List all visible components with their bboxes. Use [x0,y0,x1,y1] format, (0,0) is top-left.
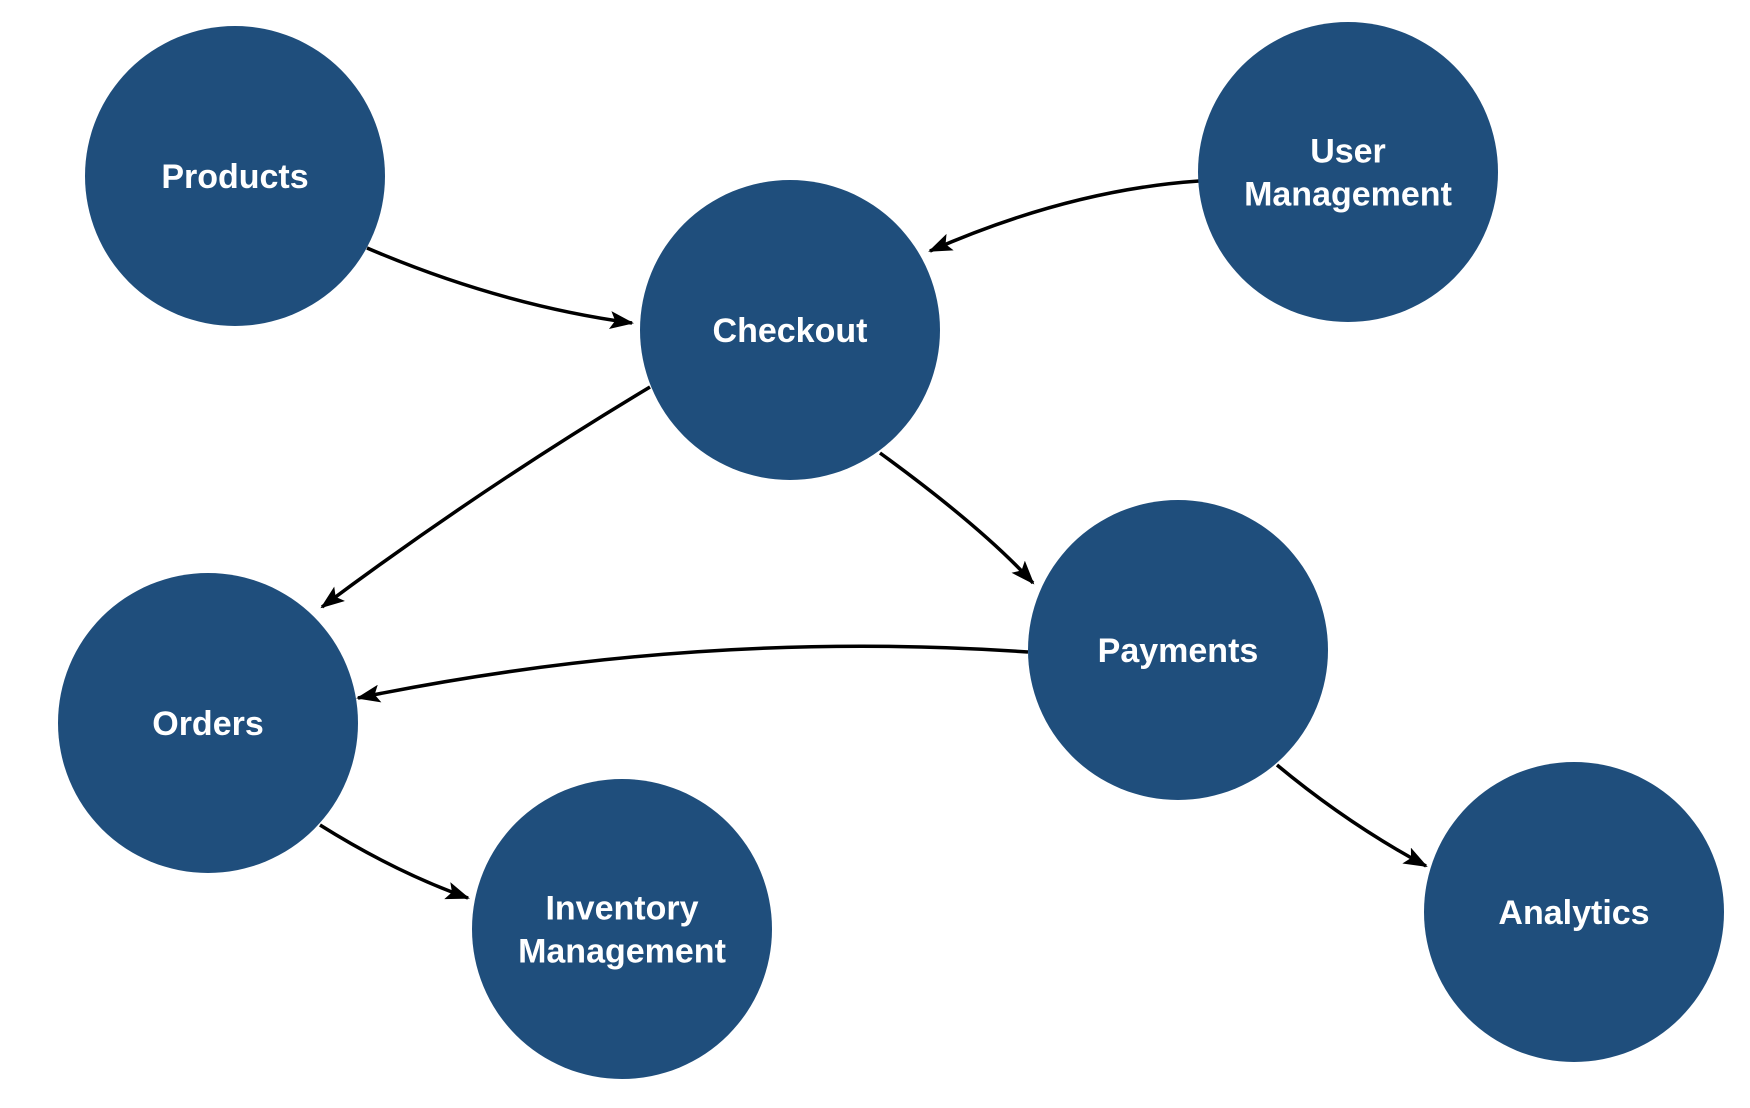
edge-orders-to-inventory-management [319,823,470,900]
node-products-label-line: Products [161,158,308,196]
node-payments-label: Payments [1098,632,1259,670]
node-analytics-label-line: Analytics [1498,894,1649,932]
node-products-label: Products [161,158,308,196]
node-payments-circle [1028,500,1328,800]
node-user-management-label-line: User [1310,133,1386,171]
node-checkout: Checkout [640,180,940,480]
edge-checkout-to-payments [878,451,1035,585]
edge-payments-to-analytics [1275,763,1428,868]
node-inventory-management-label-line: Inventory [545,890,698,928]
node-checkout-label-line: Checkout [713,312,868,350]
node-checkout-label: Checkout [713,312,868,350]
node-payments-label-line: Payments [1098,632,1259,670]
edge-payments-to-orders [356,644,1029,703]
node-inventory-management-circle [472,779,772,1079]
node-orders-label: Orders [152,705,264,743]
node-payments: Payments [1028,500,1328,800]
node-products-circle [85,26,385,326]
edges-layer [319,179,1428,900]
node-products: Products [85,26,385,326]
node-analytics-circle [1424,762,1724,1062]
node-orders-label-line: Orders [152,705,264,743]
edge-checkout-to-orders [320,385,651,609]
edge-products-to-checkout [366,246,634,329]
node-checkout-circle [640,180,940,480]
node-analytics-label: Analytics [1498,894,1649,932]
edge-user-management-to-checkout [928,179,1200,253]
node-orders-circle [58,573,358,873]
node-user-management-circle [1198,22,1498,322]
node-analytics: Analytics [1424,762,1724,1062]
node-inventory-management-label-line: Management [518,933,726,971]
node-user-management-label-line: Management [1244,176,1452,214]
node-orders: Orders [58,573,358,873]
